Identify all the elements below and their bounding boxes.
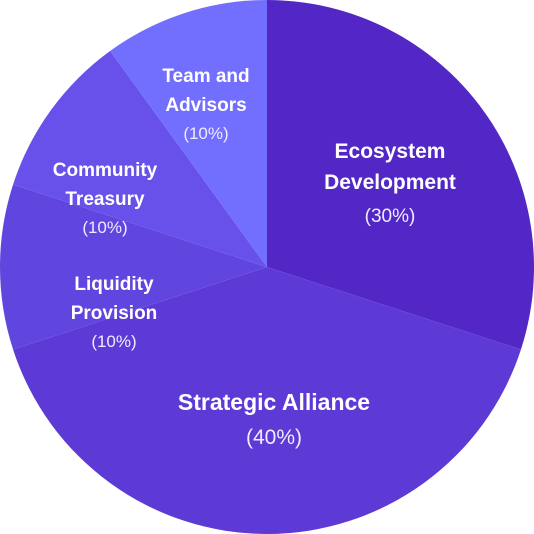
slice-label: Strategic Alliance (40%) [178,389,370,449]
slice-name-line: Community [53,160,158,181]
slice-name-line: Liquidity [74,274,154,295]
slice-percent: (10%) [91,332,136,351]
slice-percent: (10%) [183,124,228,143]
slice-name-line: Strategic Alliance [178,389,370,415]
slice-name-line: Development [324,171,456,194]
slice-percent: (40%) [246,426,302,449]
pie-slice [267,0,534,350]
pie-slice [0,184,268,350]
pie-slice [13,267,521,534]
slice-percent: (10%) [82,218,127,237]
slice-name-line: Treasury [65,189,145,210]
pie-slice [13,50,267,267]
slice-name-line: Provision [71,303,158,324]
pie-slice [110,0,267,267]
slice-name-line: Ecosystem [335,140,446,163]
slice-percent: (30%) [365,206,416,227]
slice-name-line: Advisors [165,95,246,116]
slice-name-line: Team and [162,66,249,87]
